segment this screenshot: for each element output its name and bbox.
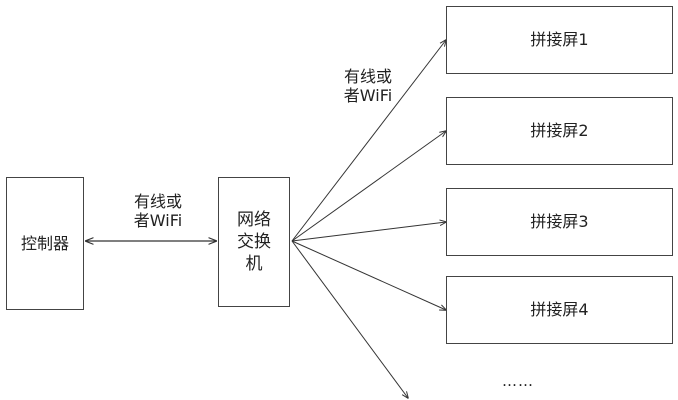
screen-label: 拼接屏1 [530, 30, 589, 49]
switch-screen-link [291, 40, 446, 242]
splice-screen-4: 拼接屏4 [446, 276, 673, 344]
splice-screen-3: 拼接屏3 [446, 188, 673, 256]
screen-label: 拼接屏2 [530, 121, 589, 140]
edge-label-switch-screens: 有线或 者WiFi [343, 67, 393, 105]
controller-node: 控制器 [6, 177, 84, 310]
more-screens-ellipsis: …… [502, 372, 534, 390]
switch-screen-link [291, 222, 446, 242]
switch-screen-link [291, 240, 408, 398]
splice-screen-2: 拼接屏2 [446, 97, 673, 165]
network-switch-node: 网络 交换 机 [218, 177, 290, 307]
switch-screen-link [291, 131, 446, 242]
edge-label-controller-switch: 有线或 者WiFi [133, 192, 183, 230]
switch-label: 网络 交换 机 [237, 210, 271, 274]
switch-screen-link [291, 240, 446, 310]
screen-label: 拼接屏3 [530, 212, 589, 231]
screen-label: 拼接屏4 [530, 300, 589, 319]
controller-label: 控制器 [20, 233, 69, 253]
splice-screen-1: 拼接屏1 [446, 6, 673, 74]
